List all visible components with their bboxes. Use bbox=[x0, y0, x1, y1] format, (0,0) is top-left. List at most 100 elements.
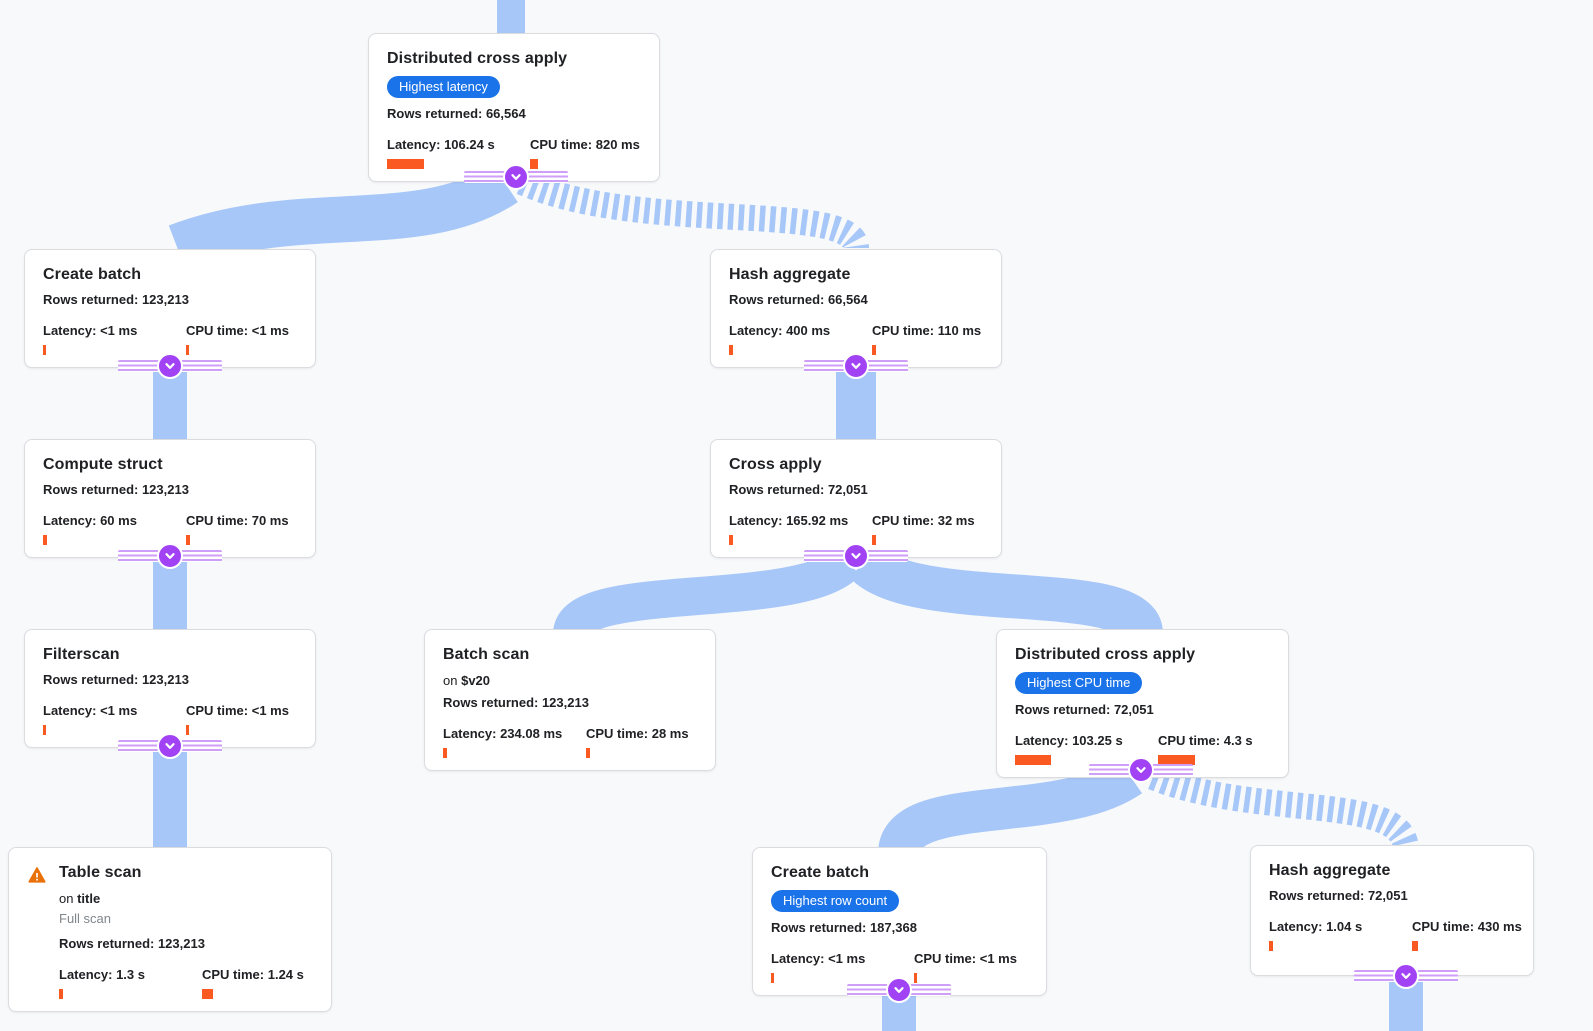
collapse-children-button[interactable] bbox=[157, 353, 183, 379]
edge-root-to-hash-aggregate-1 bbox=[516, 170, 869, 251]
chevron-down-icon bbox=[851, 553, 861, 559]
node-title: Distributed cross apply bbox=[387, 50, 568, 67]
highest-cpu-time-badge: Highest CPU time bbox=[1015, 672, 1143, 694]
metrics: Latency: <1 ms CPU time: <1 ms bbox=[43, 703, 297, 735]
highest-latency-badge: Highest latency bbox=[387, 76, 500, 98]
latency-label: Latency: 1.3 s bbox=[59, 967, 145, 982]
node-title: Cross apply bbox=[729, 456, 822, 473]
chevron-down-icon bbox=[894, 987, 904, 993]
latency-label: Latency: <1 ms bbox=[771, 951, 866, 966]
rows-returned: Rows returned: 187,368 bbox=[771, 920, 917, 935]
latency-bar bbox=[43, 345, 46, 355]
latency-label: Latency: 103.25 s bbox=[1015, 733, 1123, 748]
metrics: Latency: 1.04 s CPU time: 430 ms bbox=[1269, 919, 1522, 951]
scan-target: on $v20 bbox=[443, 673, 491, 688]
node-title: Create batch bbox=[771, 864, 870, 881]
plan-node-create-batch-2[interactable]: Create batch Highest row count Rows retu… bbox=[752, 847, 1047, 996]
plan-node-cross-apply[interactable]: Cross apply Rows returned: 72,051 Latenc… bbox=[710, 439, 1002, 558]
metrics: Latency: 400 ms CPU time: 110 ms bbox=[729, 323, 983, 355]
latency-label: Latency: 165.92 ms bbox=[729, 513, 849, 528]
edge-connector-create-batch-2 bbox=[847, 977, 951, 1003]
node-title: Create batch bbox=[43, 266, 142, 283]
cpu-time-bar bbox=[186, 725, 189, 735]
node-title: Filterscan bbox=[43, 646, 120, 663]
edge-connector-hash-aggregate-2 bbox=[1354, 963, 1458, 989]
latency-bar bbox=[729, 345, 733, 355]
plan-node-hash-aggregate-1[interactable]: Hash aggregate Rows returned: 66,564 Lat… bbox=[710, 249, 1002, 368]
edge-cross-apply-to-batch-scan bbox=[553, 547, 861, 639]
node-title: Hash aggregate bbox=[1269, 862, 1391, 879]
plan-node-distributed-cross-apply-2[interactable]: Distributed cross apply Highest CPU time… bbox=[996, 629, 1289, 778]
cpu-time-bar bbox=[586, 748, 590, 758]
rows-returned: Rows returned: 123,213 bbox=[59, 936, 205, 951]
chevron-down-icon bbox=[165, 743, 175, 749]
plan-node-table-scan[interactable]: Table scan on title Full scan Rows retur… bbox=[8, 847, 332, 1012]
cpu-time-bar bbox=[914, 973, 917, 983]
chevron-down-icon bbox=[165, 553, 175, 559]
latency-bar bbox=[1269, 941, 1273, 951]
chevron-down-icon bbox=[851, 363, 861, 369]
collapse-children-button[interactable] bbox=[1128, 757, 1154, 783]
plan-node-hash-aggregate-2[interactable]: Hash aggregate Rows returned: 72,051 Lat… bbox=[1250, 845, 1534, 976]
collapse-children-button[interactable] bbox=[157, 543, 183, 569]
latency-bar bbox=[43, 535, 47, 545]
metrics: Latency: 234.08 ms CPU time: 28 ms bbox=[443, 726, 697, 758]
cpu-time-label: CPU time: <1 ms bbox=[914, 951, 1017, 966]
highest-row-count-badge: Highest row count bbox=[771, 890, 900, 912]
cpu-time-bar bbox=[202, 989, 213, 999]
plan-node-create-batch-1[interactable]: Create batch Rows returned: 123,213 Late… bbox=[24, 249, 316, 368]
edge-connector-root bbox=[464, 164, 568, 190]
latency-bar bbox=[43, 725, 46, 735]
node-title: Distributed cross apply bbox=[1015, 646, 1196, 663]
collapse-children-button[interactable] bbox=[843, 543, 869, 569]
latency-bar bbox=[59, 989, 63, 999]
full-scan-note: Full scan bbox=[59, 911, 112, 926]
edge-dca2-to-hash-aggregate-2 bbox=[1148, 764, 1419, 852]
collapse-children-button[interactable] bbox=[843, 353, 869, 379]
metrics: Latency: 106.24 s CPU time: 820 ms bbox=[387, 137, 641, 169]
node-title: Batch scan bbox=[443, 646, 530, 663]
metrics: Latency: 60 ms CPU time: 70 ms bbox=[43, 513, 297, 545]
latency-label: Latency: <1 ms bbox=[43, 703, 138, 718]
scan-target: on title bbox=[59, 891, 101, 906]
collapse-children-button[interactable] bbox=[1393, 963, 1419, 989]
latency-label: Latency: 60 ms bbox=[43, 513, 137, 528]
collapse-children-button[interactable] bbox=[503, 164, 529, 190]
edge-connector-compute-struct bbox=[118, 543, 222, 569]
rows-returned: Rows returned: 123,213 bbox=[43, 292, 189, 307]
cpu-time-bar bbox=[1158, 755, 1195, 765]
warning-icon bbox=[27, 865, 47, 890]
node-title: Compute struct bbox=[43, 456, 163, 473]
cpu-time-bar bbox=[530, 159, 538, 169]
edge-connector-create-batch-1 bbox=[118, 353, 222, 379]
node-title: Table scan bbox=[59, 864, 142, 881]
metrics: Latency: 1.3 s CPU time: 1.24 s bbox=[59, 967, 313, 999]
metrics: Latency: <1 ms CPU time: <1 ms bbox=[43, 323, 297, 355]
plan-node-batch-scan[interactable]: Batch scan on $v20 Rows returned: 123,21… bbox=[424, 629, 716, 771]
latency-label: Latency: 106.24 s bbox=[387, 137, 495, 152]
latency-label: Latency: <1 ms bbox=[43, 323, 138, 338]
plan-node-distributed-cross-apply-root[interactable]: Distributed cross apply Highest latency … bbox=[368, 33, 660, 182]
cpu-time-label: CPU time: 430 ms bbox=[1412, 919, 1522, 934]
metrics: Latency: 103.25 s CPU time: 4.3 s bbox=[1015, 733, 1270, 765]
rows-returned: Rows returned: 123,213 bbox=[443, 695, 589, 710]
cpu-time-label: CPU time: 70 ms bbox=[186, 513, 289, 528]
cpu-time-label: CPU time: 4.3 s bbox=[1158, 733, 1253, 748]
latency-bar bbox=[729, 535, 733, 545]
rows-returned: Rows returned: 123,213 bbox=[43, 482, 189, 497]
collapse-children-button[interactable] bbox=[886, 977, 912, 1003]
cpu-time-label: CPU time: 1.24 s bbox=[202, 967, 304, 982]
collapse-children-button[interactable] bbox=[157, 733, 183, 759]
metrics: Latency: 165.92 ms CPU time: 32 ms bbox=[729, 513, 983, 545]
plan-node-filterscan[interactable]: Filterscan Rows returned: 123,213 Latenc… bbox=[24, 629, 316, 748]
rows-returned: Rows returned: 66,564 bbox=[729, 292, 868, 307]
cpu-time-label: CPU time: 110 ms bbox=[872, 323, 982, 338]
cpu-time-bar bbox=[186, 345, 189, 355]
cpu-time-label: CPU time: 32 ms bbox=[872, 513, 975, 528]
rows-returned: Rows returned: 123,213 bbox=[43, 672, 189, 687]
cpu-time-label: CPU time: <1 ms bbox=[186, 703, 289, 718]
chevron-down-icon bbox=[1136, 767, 1146, 773]
rows-returned: Rows returned: 72,051 bbox=[1015, 702, 1154, 717]
plan-node-compute-struct[interactable]: Compute struct Rows returned: 123,213 La… bbox=[24, 439, 316, 558]
